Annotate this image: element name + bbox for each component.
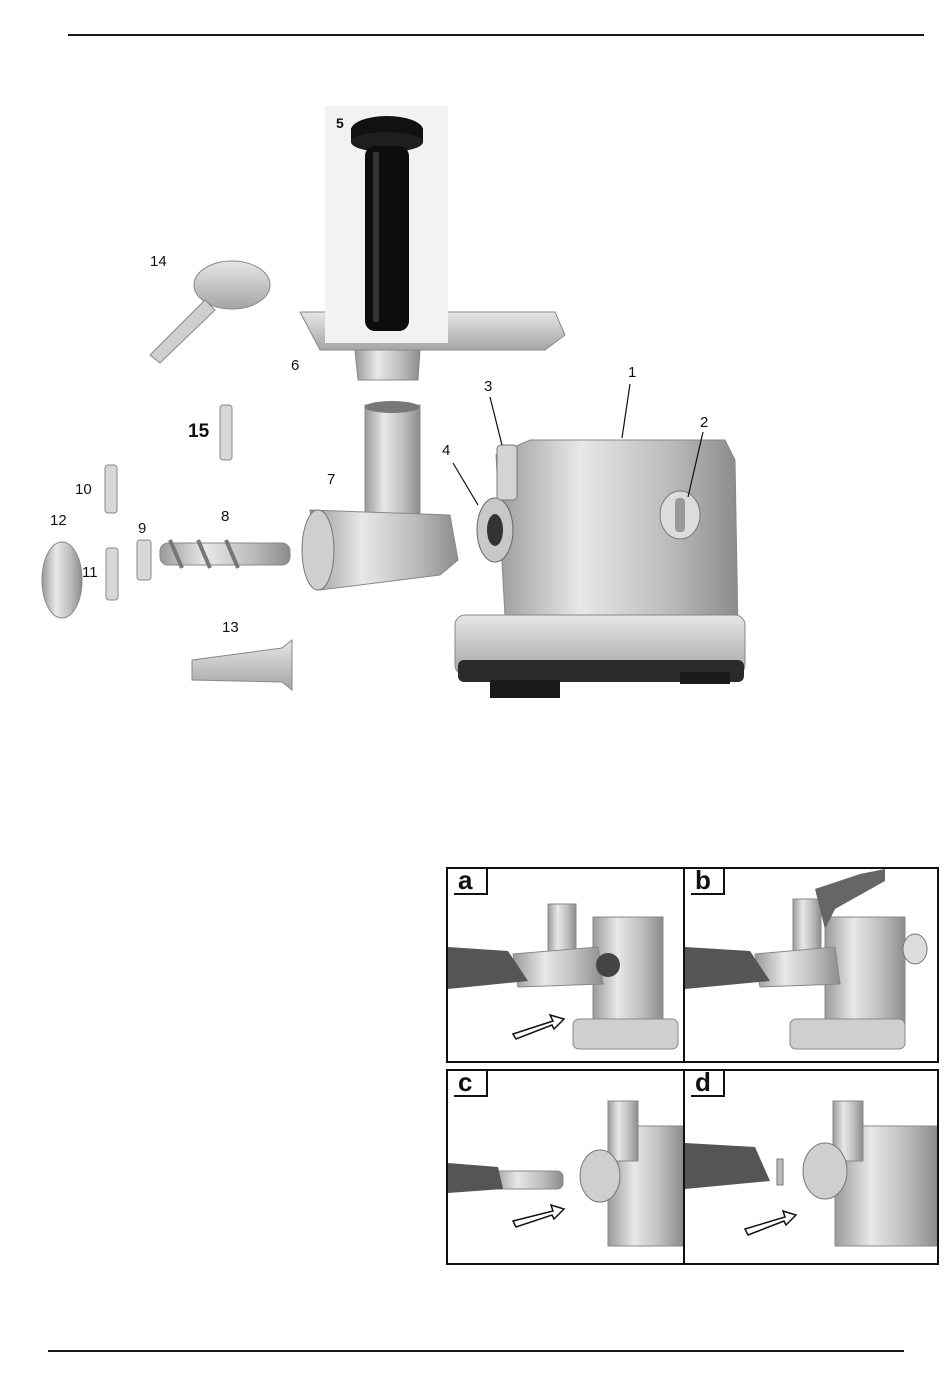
cutting-blade xyxy=(137,540,151,580)
part-label-2: 2 xyxy=(700,415,708,430)
part-label-15: 15 xyxy=(188,422,209,441)
auger xyxy=(160,540,290,568)
header-rule xyxy=(68,34,924,36)
parts-illustration xyxy=(0,40,950,740)
cutting-plate-coarse xyxy=(105,465,117,513)
kibbe-attachment xyxy=(150,261,270,363)
step-panel-b: b xyxy=(683,867,939,1063)
part-label-4: 4 xyxy=(442,443,450,458)
motor-housing xyxy=(455,440,745,698)
step-panel-a: a xyxy=(446,867,685,1063)
ring-nut xyxy=(42,542,82,618)
footer-rule xyxy=(48,1350,904,1352)
part-label-6: 6 xyxy=(291,358,299,373)
part-label-12: 12 xyxy=(50,513,67,528)
assembly-steps: a b c d xyxy=(446,867,939,1265)
part-label-3: 3 xyxy=(484,379,492,394)
part-label-10: 10 xyxy=(75,482,92,497)
cutting-plate-fine xyxy=(106,548,118,600)
step-tag-a: a xyxy=(454,869,488,895)
sausage-attachment xyxy=(192,640,292,690)
part-label-11: 11 xyxy=(82,565,98,580)
step-panel-c: c xyxy=(446,1069,685,1265)
step-tag-c: c xyxy=(454,1071,488,1097)
part-label-1: 1 xyxy=(628,365,636,380)
food-pusher-photo: 5 xyxy=(325,106,448,343)
cutting-plate-medium xyxy=(220,405,232,460)
part-label-8: 8 xyxy=(221,509,229,524)
part-label-14: 14 xyxy=(150,254,167,269)
grinder-head xyxy=(302,401,458,590)
part-label-7: 7 xyxy=(327,472,335,487)
part-label-9: 9 xyxy=(138,521,146,536)
parts-diagram: 5 1 2 3 4 6 7 8 9 10 11 12 13 14 15 xyxy=(0,40,950,740)
step-tag-d: d xyxy=(691,1071,725,1097)
part-label-5: 5 xyxy=(336,115,344,131)
part-label-13: 13 xyxy=(222,620,239,635)
step-panel-d: d xyxy=(683,1069,939,1265)
step-tag-b: b xyxy=(691,869,725,895)
